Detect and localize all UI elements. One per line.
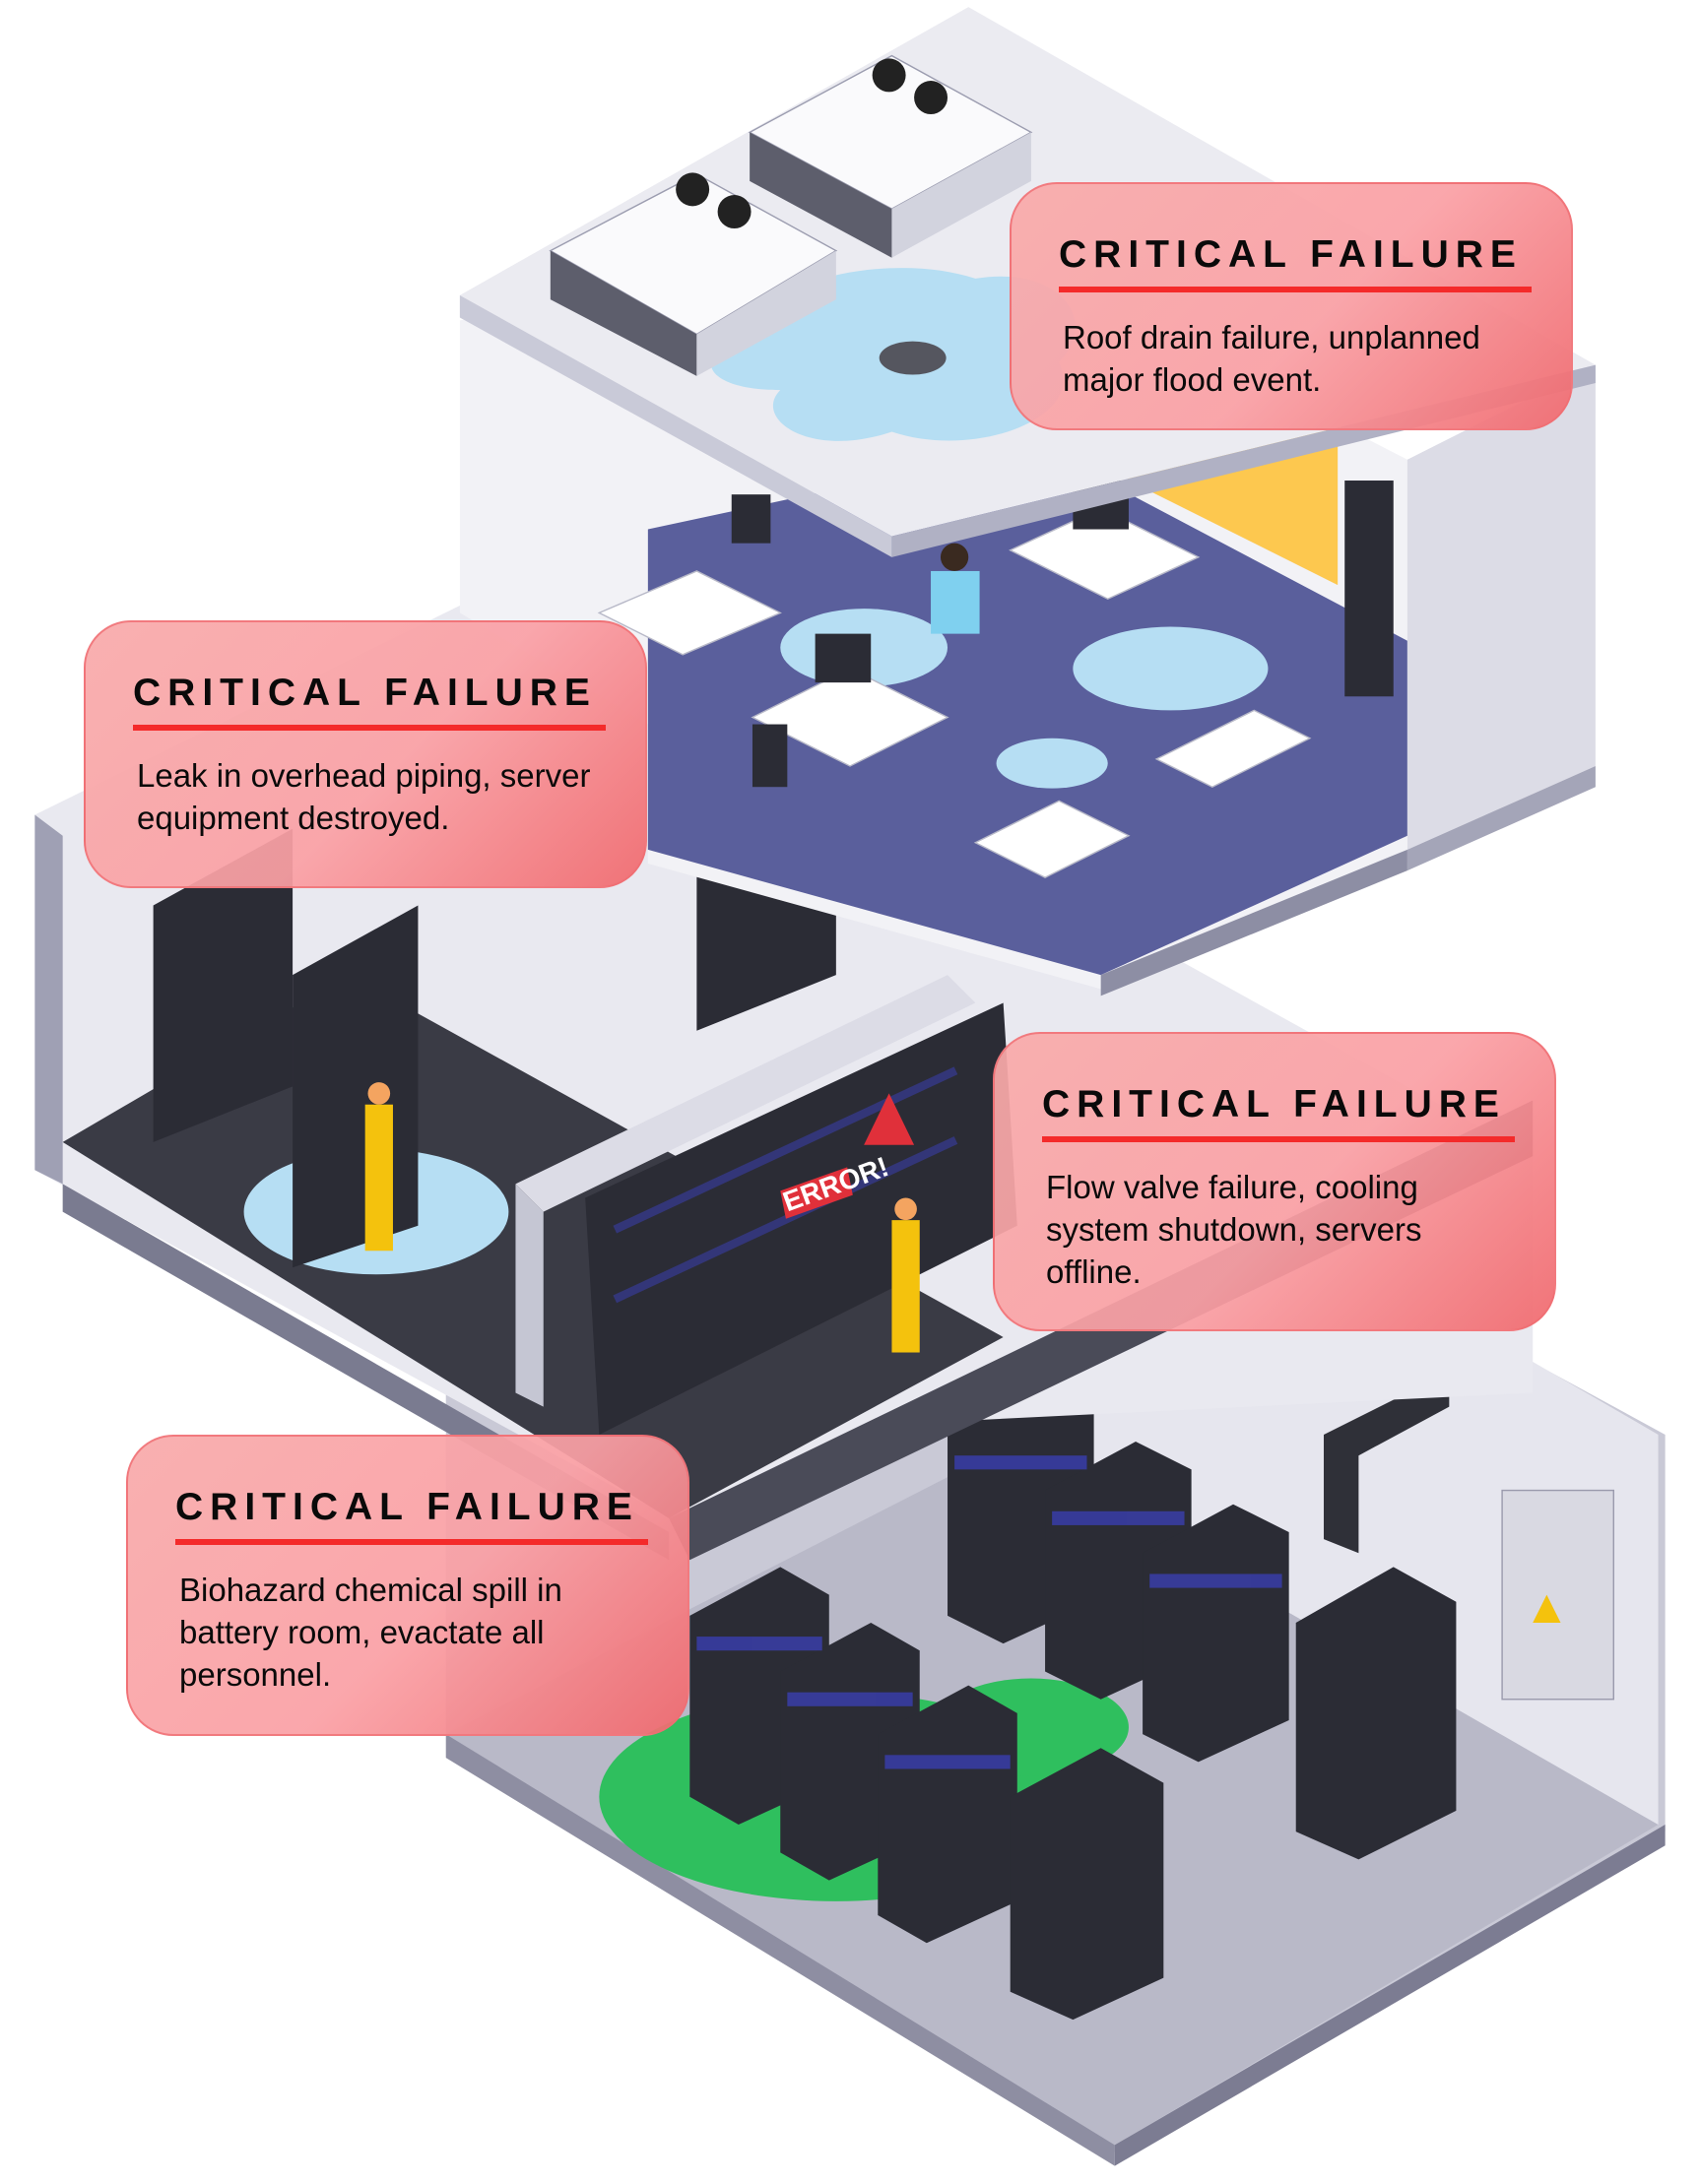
callout-biohazard: CRITICAL FAILURE Biohazard chemical spil… (126, 1435, 689, 1736)
worker (367, 1082, 391, 1105)
callout-title: CRITICAL FAILURE (175, 1486, 639, 1528)
callout-roof-drain: CRITICAL FAILURE Roof drain failure, unp… (1010, 182, 1573, 430)
callout-text: Roof drain failure, unplanned major floo… (1063, 319, 1480, 398)
worker (894, 1197, 917, 1221)
flood-puddle (1073, 626, 1269, 711)
callout-title: CRITICAL FAILURE (133, 672, 597, 714)
electrical-panel (1501, 1489, 1614, 1701)
callout-text: Flow valve failure, cooling system shutd… (1046, 1169, 1422, 1290)
callout-overhead-piping: CRITICAL FAILURE Leak in overhead piping… (84, 620, 647, 888)
person (940, 543, 969, 571)
callout-divider (175, 1539, 648, 1545)
cooling-duct (515, 975, 976, 1212)
callout-flow-valve: CRITICAL FAILURE Flow valve failure, coo… (993, 1032, 1556, 1331)
roof-drain-icon (879, 341, 947, 375)
callout-divider (133, 725, 606, 731)
callout-title: CRITICAL FAILURE (1059, 233, 1523, 276)
hvac-units (549, 54, 1033, 376)
battery-racks (689, 1385, 1289, 1944)
callout-text: Biohazard chemical spill in battery room… (179, 1572, 562, 1693)
error-sign (780, 1167, 853, 1219)
duct (1324, 1372, 1450, 1554)
callout-divider (1042, 1136, 1515, 1142)
callout-text: Leak in overhead piping, server equipmen… (137, 757, 591, 836)
warning-icon (1533, 1594, 1561, 1623)
ups-cabinet (1295, 1567, 1457, 1860)
callout-title: CRITICAL FAILURE (1042, 1083, 1506, 1125)
ups-cabinet (1010, 1748, 1164, 2021)
callout-divider (1059, 287, 1532, 292)
warning-icon (864, 1093, 915, 1145)
